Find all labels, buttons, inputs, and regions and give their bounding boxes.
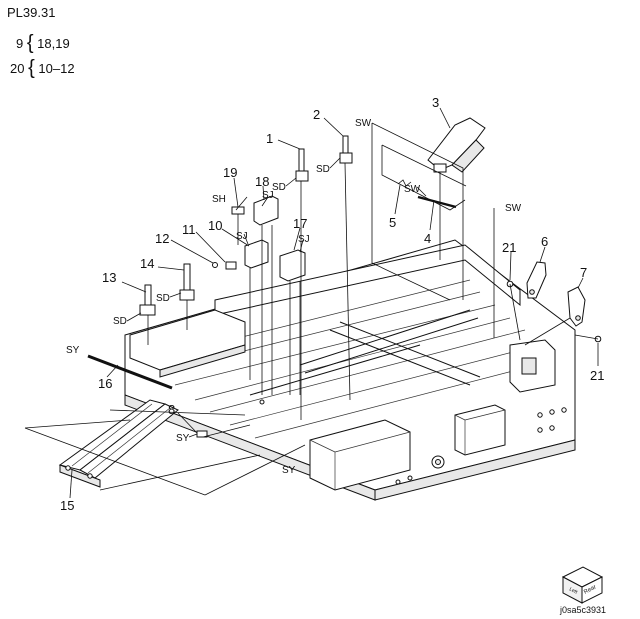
callout-7: 7 [580,265,587,280]
fastener-code-sd: SD [316,164,330,175]
callout-16: 16 [98,376,112,391]
callout-13: 13 [102,270,116,285]
orientation-rear-label: Rear [583,584,597,595]
part-16-rod [87,354,173,390]
fastener-code-sy: SY [282,465,296,476]
kit-brace: { [26,32,34,54]
base-side-edge [374,439,576,501]
part-1-stud [295,148,309,182]
kit-members: 18,19 [37,36,70,51]
callout-10: 10 [208,218,222,233]
callout-6: 6 [541,234,548,249]
part-13-bracket [139,284,156,316]
plate-reference: PL39.31 [7,5,56,20]
part-4-shaft [417,195,457,209]
callout-21: 21 [590,368,604,383]
kit-members: 10–12 [38,61,75,76]
callout-21: 21 [502,240,516,255]
part-6-arm [526,261,547,299]
callout-18: 18 [255,174,269,189]
part-7-arm [567,286,586,327]
figure-id: j0sa5c3931 [559,605,606,615]
main-frame-assembly [124,239,576,501]
orientation-left-label: Left [568,586,579,595]
callout-1: 1 [266,131,273,146]
right-module [454,404,506,456]
fastener-code-sh: SH [212,194,226,205]
part-5-clip [397,179,412,187]
part-3-actuator [427,117,486,173]
callout-2: 2 [313,107,320,122]
callout-3: 3 [432,95,439,110]
fastener-code-sj: SJ [262,190,274,201]
callout-numbers: 1 2 3 4 5 6 7 8 10 11 12 13 14 15 16 17 … [60,95,604,513]
fastener-code-sd: SD [272,182,286,193]
fastener-code-sj: SJ [236,231,248,242]
kit-item-number: 9 [16,36,24,51]
callout-17: 17 [293,216,307,231]
fastener-code-sd: SD [156,293,170,304]
fastener-code-sy: SY [66,345,80,356]
fastener-codes: SW SW SW SD SD SD SD SH SJ SJ SJ SY SY S… [66,118,522,476]
part-15-tray [58,399,179,488]
callout-8: 8 [168,402,175,417]
fastener-code-sw: SW [505,203,522,214]
part-17-bracket [279,249,306,282]
part-2-stud [339,135,353,164]
callout-12: 12 [155,231,169,246]
kit-row-20: 20 { 10–12 [10,56,75,79]
fastener-code-sw: SW [404,184,421,195]
callout-4: 4 [424,231,431,246]
callout-11: 11 [182,222,196,237]
part-18-bracket [253,195,279,226]
part-11 [225,261,237,270]
kit-row-9: 9 { 18,19 [16,31,70,54]
part-12-screw [212,262,218,268]
part-10-bracket [244,239,269,269]
fastener-code-sy: SY [176,433,190,444]
callout-19: 19 [223,165,237,180]
callout-15: 15 [60,498,74,513]
callout-5: 5 [389,215,396,230]
assembly-lines [24,122,599,496]
callout-14: 14 [140,256,154,271]
kit-item-number: 20 [10,61,25,76]
leader-lines [69,107,599,499]
kit-brace: { [28,57,35,79]
fastener-code-sd: SD [113,316,127,327]
orientation-cube-icon: Left Rear [561,566,604,604]
fastener-code-sj: SJ [298,234,310,245]
fastener-code-sw: SW [355,118,372,129]
